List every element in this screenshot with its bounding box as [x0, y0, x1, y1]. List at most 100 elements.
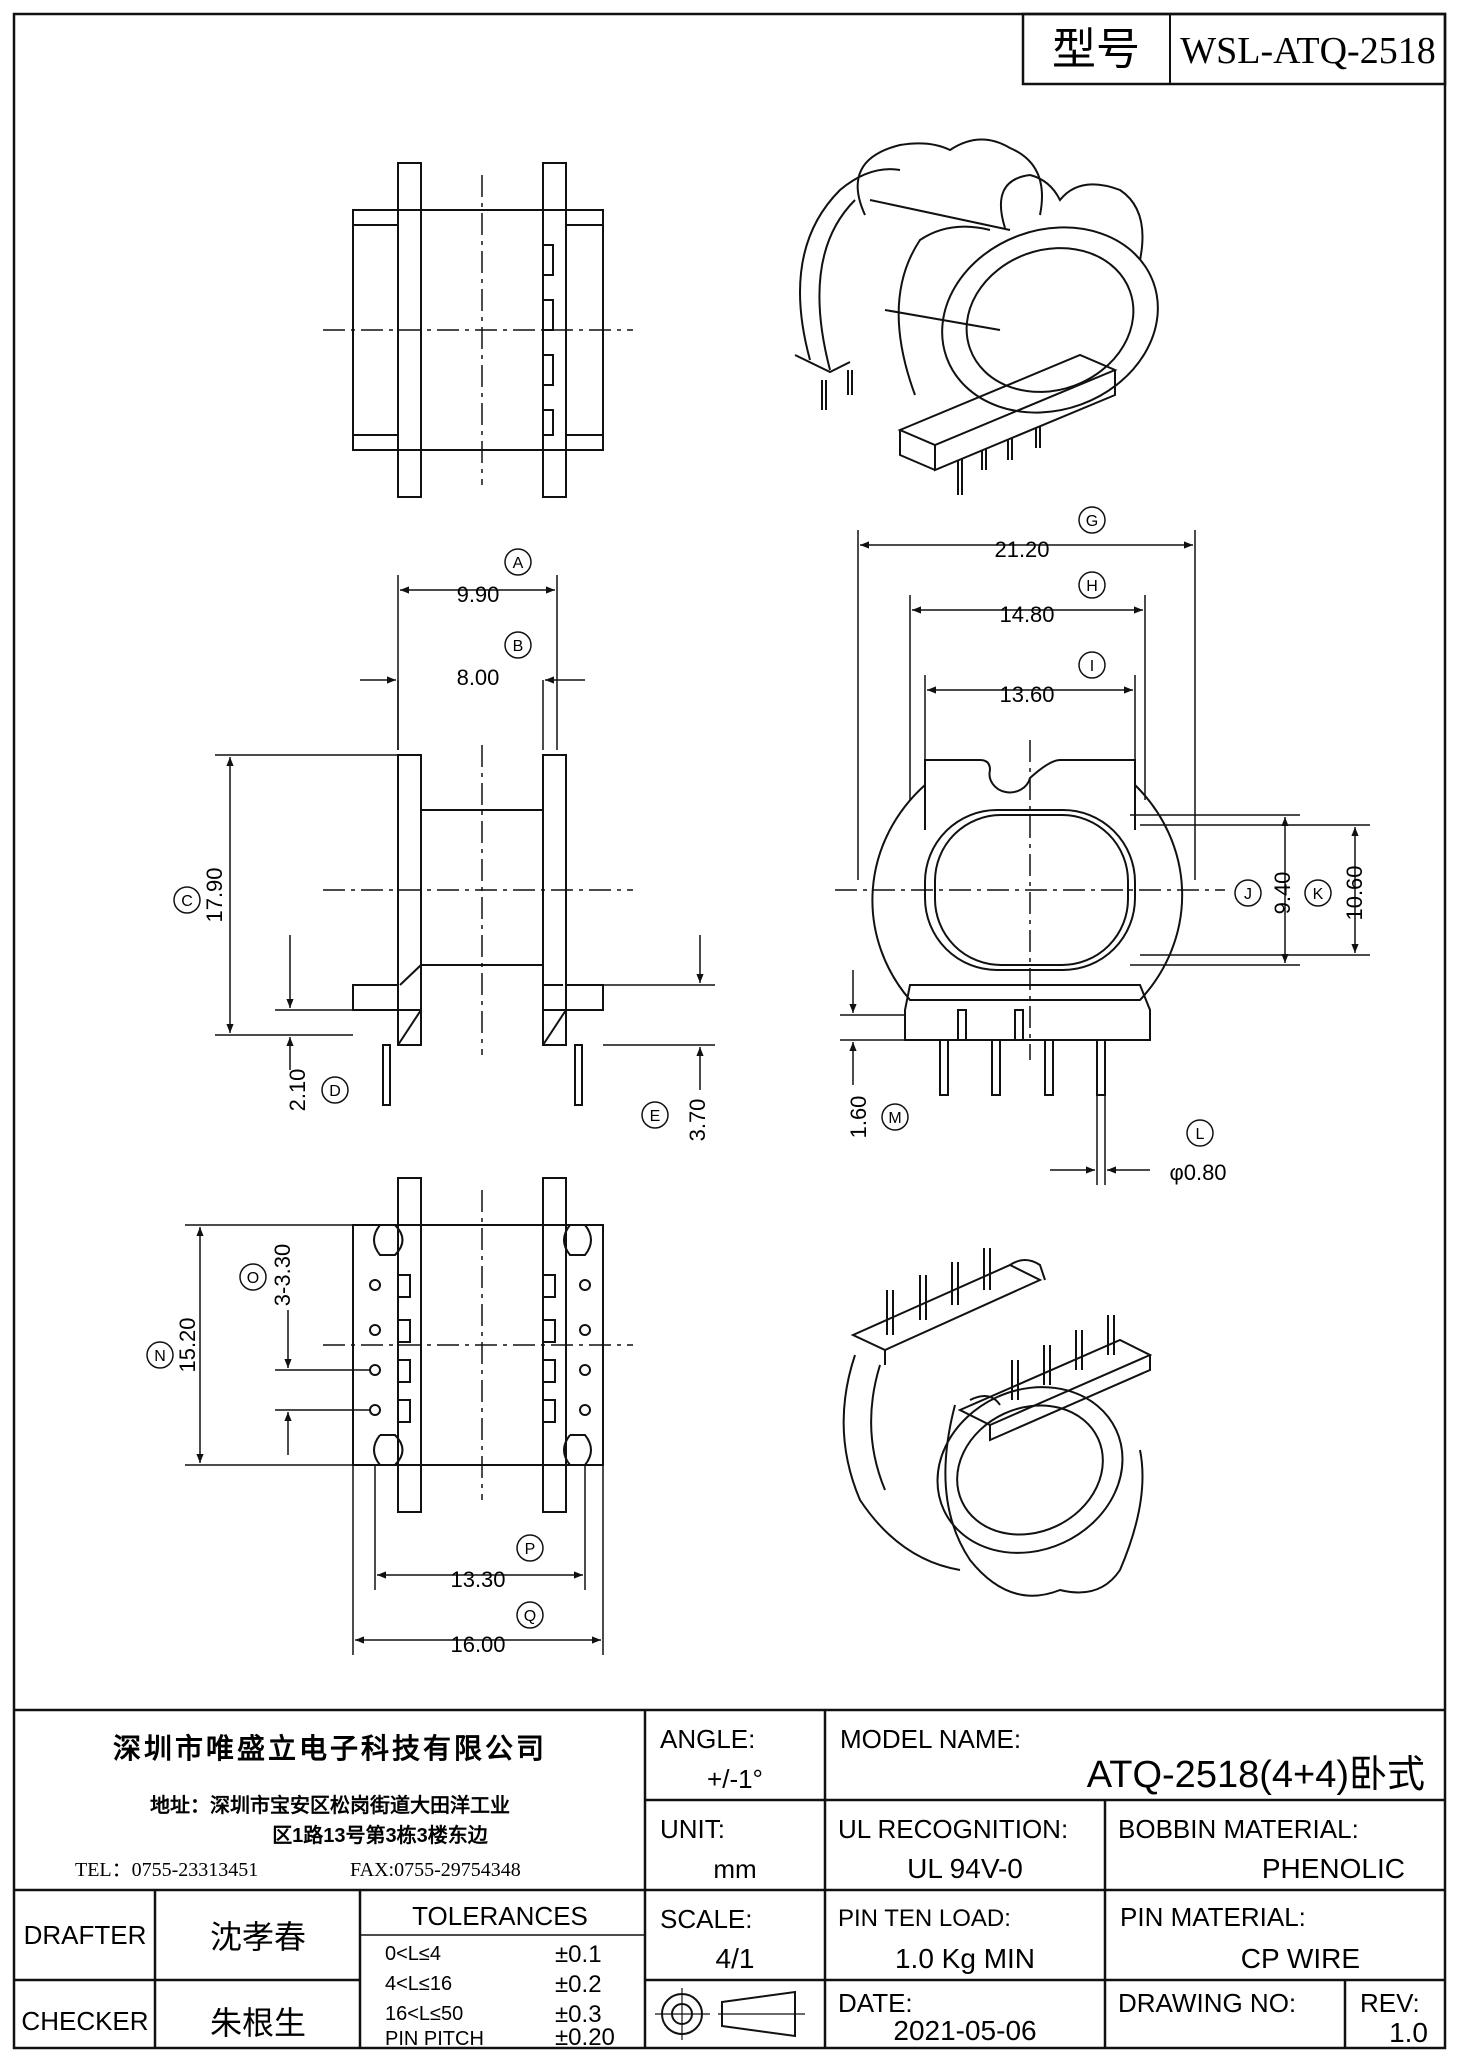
dim-D-value: 2.10: [285, 1069, 310, 1112]
dim-L-value: φ0.80: [1169, 1160, 1226, 1185]
svg-text:L: L: [1196, 1126, 1205, 1143]
company-block: 深圳市唯盛立电子科技有限公司 地址：深圳市宝安区松岗街道大田洋工业 区1路13号…: [75, 1732, 547, 1881]
dim-C: C 17.90: [173, 867, 227, 923]
model-code: WSL-ATQ-2518: [1180, 30, 1435, 72]
end-view-dimensions: [840, 530, 1370, 1185]
model-label: 型号: [1052, 25, 1140, 74]
dim-N: N 15.20: [146, 1317, 200, 1373]
svg-text:A: A: [513, 555, 524, 572]
dim-Q: Q 16.00: [450, 1601, 544, 1657]
tolerance-value: ±0.20: [555, 2024, 615, 2051]
company-address-1: 地址：深圳市宝安区松岗街道大田洋工业: [150, 1793, 510, 1817]
dim-I: I 13.60: [999, 651, 1106, 707]
dim-A-value: 9.90: [457, 582, 500, 607]
company-name: 深圳市唯盛立电子科技有限公司: [113, 1732, 547, 1764]
rev-label: REV:: [1360, 1988, 1420, 2018]
dim-K-value: 10.60: [1342, 865, 1367, 920]
pin-material-label: PIN MATERIAL:: [1120, 1902, 1306, 1932]
tolerances-label: TOLERANCES: [412, 1901, 588, 1931]
dim-M: M 1.60: [846, 1096, 909, 1139]
bottom-view: [323, 1177, 633, 1513]
checker-label: CHECKER: [21, 2006, 148, 2036]
scale-value: 4/1: [716, 1943, 755, 1974]
dim-G: G 21.20: [994, 506, 1106, 562]
svg-text:E: E: [650, 1108, 661, 1125]
tolerance-value: ±0.1: [555, 1941, 602, 1968]
dim-E-value: 3.70: [685, 1099, 710, 1142]
company-address-2: 区1路13号第3栋3楼东边: [272, 1823, 489, 1847]
tolerance-range: PIN PITCH: [385, 2028, 484, 2050]
dim-E: E 3.70: [641, 1099, 710, 1142]
dim-L: L φ0.80: [1169, 1119, 1227, 1185]
pin-load-label: PIN TEN LOAD:: [838, 1905, 1011, 1932]
tolerance-range: 0<L≤4: [385, 1943, 441, 1965]
sheet-border: [12, 12, 1447, 2050]
dim-H: H 14.80: [999, 571, 1106, 627]
dim-O-value: 3-3.30: [270, 1244, 295, 1306]
company-tel: TEL：0755-23313451: [75, 1859, 258, 1881]
tolerance-table: 0<L≤4 ±0.1 4<L≤16 ±0.2 16<L≤50 ±0.3 PIN …: [385, 1941, 615, 2051]
svg-text:H: H: [1086, 578, 1098, 595]
ul-label: UL RECOGNITION:: [838, 1814, 1068, 1844]
front-view: [323, 745, 633, 1106]
svg-text:G: G: [1086, 513, 1098, 530]
projection-symbol-icon: [655, 1988, 805, 2040]
tolerance-value: ±0.3: [555, 2001, 602, 2028]
dim-I-value: 13.60: [999, 682, 1054, 707]
angle-label: ANGLE:: [660, 1724, 755, 1754]
title-block: [14, 1708, 1445, 2048]
dim-O: O 3-3.30: [239, 1244, 295, 1306]
scale-label: SCALE:: [660, 1904, 753, 1934]
dim-D: D 2.10: [285, 1069, 349, 1112]
pin-material-value: CP WIRE: [1241, 1943, 1360, 1974]
rev-value: 1.0: [1389, 2017, 1428, 2048]
drawing-no-label: DRAWING NO:: [1118, 1988, 1296, 2018]
dim-J: J 9.40: [1234, 872, 1295, 915]
svg-text:N: N: [154, 1348, 166, 1365]
drafter-value: 沈孝春: [210, 1919, 306, 1955]
isometric-view-top: [794, 138, 1159, 495]
svg-text:K: K: [1313, 886, 1324, 903]
unit-value: mm: [713, 1854, 756, 1884]
dim-C-value: 17.90: [202, 867, 227, 922]
model-name-label: MODEL NAME:: [840, 1724, 1021, 1754]
date-value: 2021-05-06: [893, 2015, 1036, 2046]
ul-value: UL 94V-0: [907, 1853, 1023, 1884]
svg-text:O: O: [247, 1270, 259, 1287]
front-view-dimensions: [215, 575, 715, 1090]
svg-text:D: D: [329, 1083, 341, 1100]
dim-H-value: 14.80: [999, 602, 1054, 627]
bobbin-value: PHENOLIC: [1262, 1853, 1405, 1884]
dim-G-value: 21.20: [994, 537, 1049, 562]
svg-text:M: M: [888, 1110, 901, 1127]
bobbin-label: BOBBIN MATERIAL:: [1118, 1814, 1359, 1844]
svg-text:Q: Q: [524, 1608, 536, 1625]
dim-B: B 8.00: [457, 631, 532, 690]
dim-M-value: 1.60: [846, 1096, 871, 1139]
fields: ANGLE: +/-1° MODEL NAME: ATQ-2518(4+4)卧式…: [21, 1724, 1428, 2048]
end-view: [835, 740, 1225, 1096]
tolerance-range: 4<L≤16: [385, 1973, 452, 1995]
date-label: DATE:: [838, 1988, 913, 2018]
tolerance-range: 16<L≤50: [385, 2003, 463, 2025]
isometric-view-bottom: [842, 1248, 1153, 1597]
dim-J-value: 9.40: [1270, 872, 1295, 915]
unit-label: UNIT:: [660, 1814, 725, 1844]
svg-text:I: I: [1090, 658, 1094, 675]
svg-text:P: P: [525, 1541, 536, 1558]
bottom-view-dimensions: [185, 1224, 604, 1655]
svg-text:J: J: [1244, 886, 1252, 903]
svg-text:C: C: [181, 893, 193, 910]
dim-P: P 13.30: [450, 1534, 544, 1592]
dim-A: A 9.90: [457, 548, 532, 607]
dim-K: K 10.60: [1304, 865, 1367, 921]
checker-value: 朱根生: [210, 2005, 306, 2041]
dim-Q-value: 16.00: [450, 1632, 505, 1657]
tolerance-value: ±0.2: [555, 1971, 602, 1998]
company-fax: FAX:0755-29754348: [350, 1859, 521, 1881]
dim-N-value: 15.20: [175, 1317, 200, 1372]
model-title-box: 型号 WSL-ATQ-2518: [1021, 12, 1447, 86]
svg-text:B: B: [513, 638, 524, 655]
pin-load-value: 1.0 Kg MIN: [895, 1943, 1035, 1974]
